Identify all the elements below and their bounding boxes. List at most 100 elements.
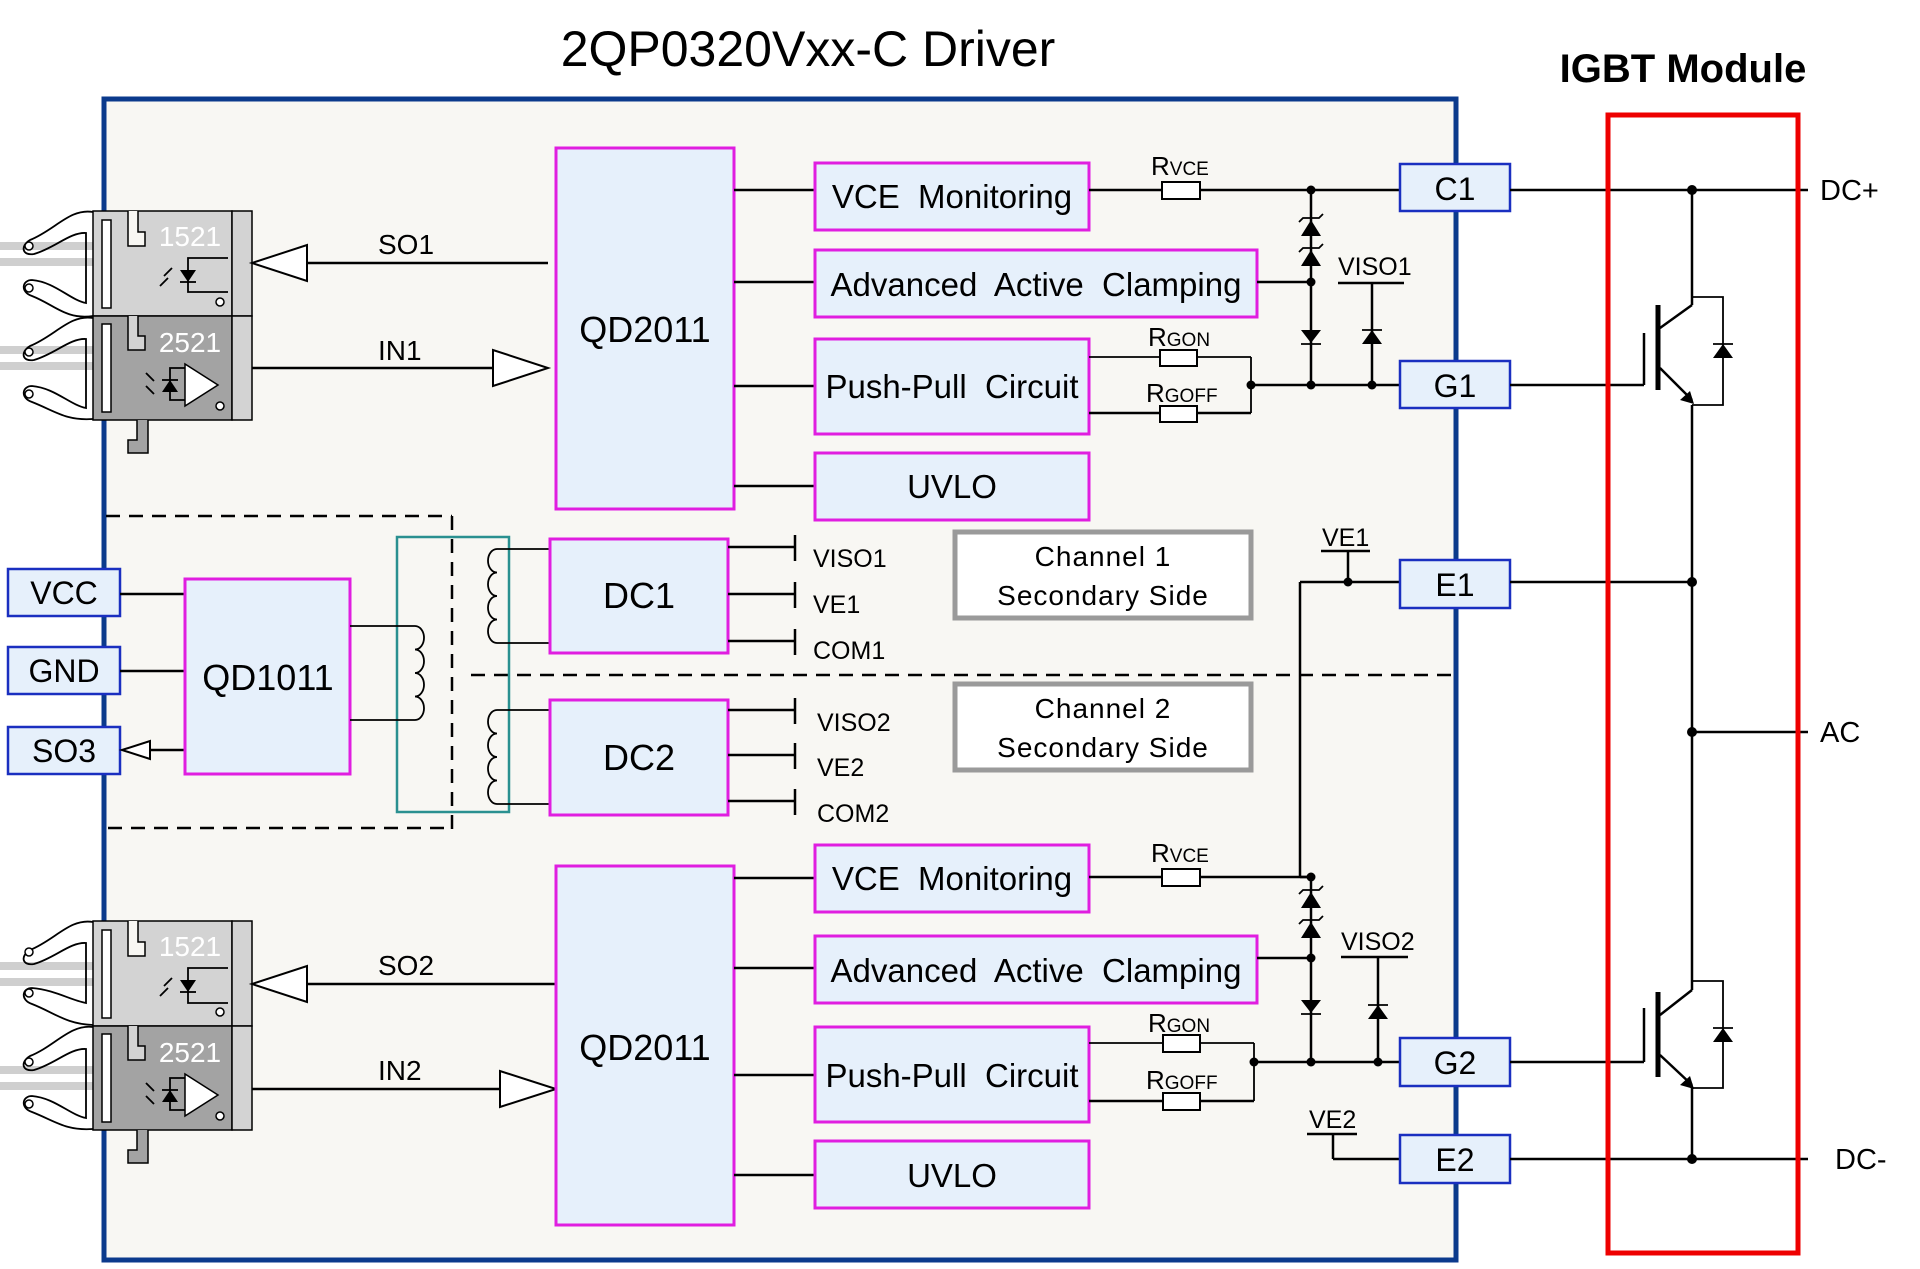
svg-text:COM1: COM1 (813, 637, 885, 665)
so1-buffer-icon (248, 243, 308, 283)
so3-output-arrow (118, 739, 151, 761)
pin-vcc[interactable]: VCC (6, 567, 122, 618)
svg-text:1521: 1521 (159, 221, 221, 252)
channel-1: 1521 2521 SO (0, 146, 1512, 877)
viso1-rail-label: VISO1 (1338, 253, 1412, 281)
rvce-label-ch1: RVCE (1151, 151, 1209, 181)
svg-text:2521: 2521 (159, 1037, 221, 1068)
svg-text:VCE Monitoring: VCE Monitoring (832, 860, 1072, 897)
svg-text:COM2: COM2 (817, 800, 889, 828)
svg-text:Secondary Side: Secondary Side (997, 580, 1209, 611)
so1-label: SO1 (378, 229, 434, 260)
rgoff-label-ch1: RGOFF (1146, 378, 1218, 408)
svg-text:VISO1: VISO1 (813, 545, 887, 573)
rvce-resistor-ch2 (1161, 868, 1201, 887)
driver-title: 2QP0320Vxx-C Driver (561, 21, 1056, 77)
svg-text:Push-Pull Circuit: Push-Pull Circuit (825, 368, 1078, 405)
igbt-module-border (1605, 112, 1801, 1256)
qd2011-block-ch2: QD2011 (554, 864, 736, 1227)
vce-monitoring-block-ch1: VCE Monitoring (813, 161, 1091, 232)
svg-text:E2: E2 (1435, 1142, 1474, 1178)
svg-text:VE2: VE2 (817, 754, 864, 782)
pin-gnd[interactable]: GND (6, 645, 122, 696)
optocoupler-1521-ch2: 1521 (0, 920, 253, 1027)
svg-text:SO3: SO3 (32, 733, 96, 769)
viso-diode-icon (1368, 1005, 1388, 1019)
pin-g2[interactable]: G2 (1398, 1036, 1512, 1088)
rgon-label-ch2: RGON (1148, 1008, 1210, 1038)
svg-text:Advanced Active Clamping: Advanced Active Clamping (831, 266, 1242, 303)
dc2-block: DC2 (548, 698, 730, 817)
pin-so3[interactable]: SO3 (6, 725, 122, 776)
in1-label: IN1 (378, 335, 422, 366)
in2-buffer-icon (499, 1069, 560, 1109)
ve1-rail-label: VE1 (1322, 524, 1369, 552)
igbt-lower-icon (1642, 980, 1733, 1089)
igbt-upper-icon (1642, 296, 1733, 406)
svg-text:VISO2: VISO2 (817, 709, 891, 737)
viso-diode-icon (1362, 330, 1382, 344)
svg-text:VE1: VE1 (813, 591, 860, 619)
pin-g1[interactable]: G1 (1398, 359, 1512, 410)
channel-2-secondary-box: Channel 2 Secondary Side (952, 681, 1254, 773)
svg-text:GND: GND (28, 653, 99, 689)
pin-e1[interactable]: E1 (1398, 558, 1512, 610)
active-clamping-block-ch1: Advanced Active Clamping (813, 248, 1259, 319)
rgon-resistor-ch1 (1159, 349, 1198, 367)
optocoupler-1521-ch1: 1521 (0, 210, 253, 318)
qd1011-block: QD1011 (183, 577, 352, 776)
so2-label: SO2 (378, 950, 434, 981)
svg-text:1521: 1521 (159, 931, 221, 962)
blocking-diode-icon (1301, 330, 1321, 343)
primary-winding-icon (414, 625, 425, 721)
svg-text:QD1011: QD1011 (202, 657, 333, 698)
tvs-diode-icon (1298, 213, 1324, 266)
svg-text:DC1: DC1 (603, 575, 675, 616)
svg-text:Channel 1: Channel 1 (1035, 541, 1172, 572)
rvce-label-ch2: RVCE (1151, 838, 1209, 868)
svg-text:E1: E1 (1435, 567, 1474, 603)
pin-e2[interactable]: E2 (1398, 1133, 1512, 1185)
isolation-transformer (350, 535, 550, 814)
rgoff-resistor-ch1 (1159, 405, 1198, 423)
optocoupler-2521-ch2: 2521 (0, 1025, 253, 1164)
push-pull-block-ch1: Push-Pull Circuit (813, 337, 1091, 436)
igbt-module-title: IGBT Module (1560, 47, 1807, 91)
blocking-diode-icon (1301, 1000, 1321, 1013)
rgoff-label-ch2: RGOFF (1146, 1065, 1218, 1095)
dc-minus-terminal: DC- (1835, 1144, 1887, 1176)
vce-monitoring-block-ch2: VCE Monitoring (813, 843, 1091, 914)
viso2-rail-label: VISO2 (1341, 928, 1415, 956)
dc1-outputs: VISO1 VE1 COM1 (728, 535, 887, 665)
secondary-winding-2-icon (487, 709, 498, 805)
channel-2: 1521 2521 SO2 (0, 838, 1512, 1227)
dc1-block: DC1 (548, 537, 730, 655)
optocoupler-2521-ch1: 2521 (0, 315, 253, 454)
svg-text:G1: G1 (1434, 368, 1477, 404)
in2-label: IN2 (378, 1055, 422, 1086)
uvlo-block-ch1: UVLO (813, 451, 1091, 522)
svg-text:VCE Monitoring: VCE Monitoring (832, 178, 1072, 215)
svg-text:2521: 2521 (159, 327, 221, 358)
uvlo-block-ch2: UVLO (813, 1139, 1091, 1210)
secondary-winding-1-icon (487, 548, 498, 644)
primary-isolation-boundary (106, 514, 1455, 830)
svg-text:Channel 2: Channel 2 (1035, 693, 1172, 724)
qd2011-block-ch1: QD2011 (554, 146, 736, 511)
rgoff-resistor-ch2 (1162, 1092, 1201, 1111)
svg-text:QD2011: QD2011 (579, 309, 710, 350)
rgon-resistor-ch2 (1162, 1034, 1201, 1053)
svg-text:G2: G2 (1434, 1045, 1477, 1081)
tvs-diode-icon (1298, 885, 1324, 938)
pin-c1[interactable]: C1 (1398, 162, 1512, 213)
svg-text:DC2: DC2 (603, 737, 675, 778)
svg-text:C1: C1 (1435, 171, 1476, 207)
ac-terminal: AC (1820, 717, 1860, 749)
svg-text:Push-Pull Circuit: Push-Pull Circuit (825, 1057, 1078, 1094)
svg-text:Advanced Active Clamping: Advanced Active Clamping (831, 952, 1242, 989)
push-pull-block-ch2: Push-Pull Circuit (813, 1025, 1091, 1124)
ve2-rail-label: VE2 (1309, 1106, 1356, 1134)
in1-buffer-icon (492, 348, 552, 388)
svg-text:QD2011: QD2011 (579, 1027, 710, 1068)
